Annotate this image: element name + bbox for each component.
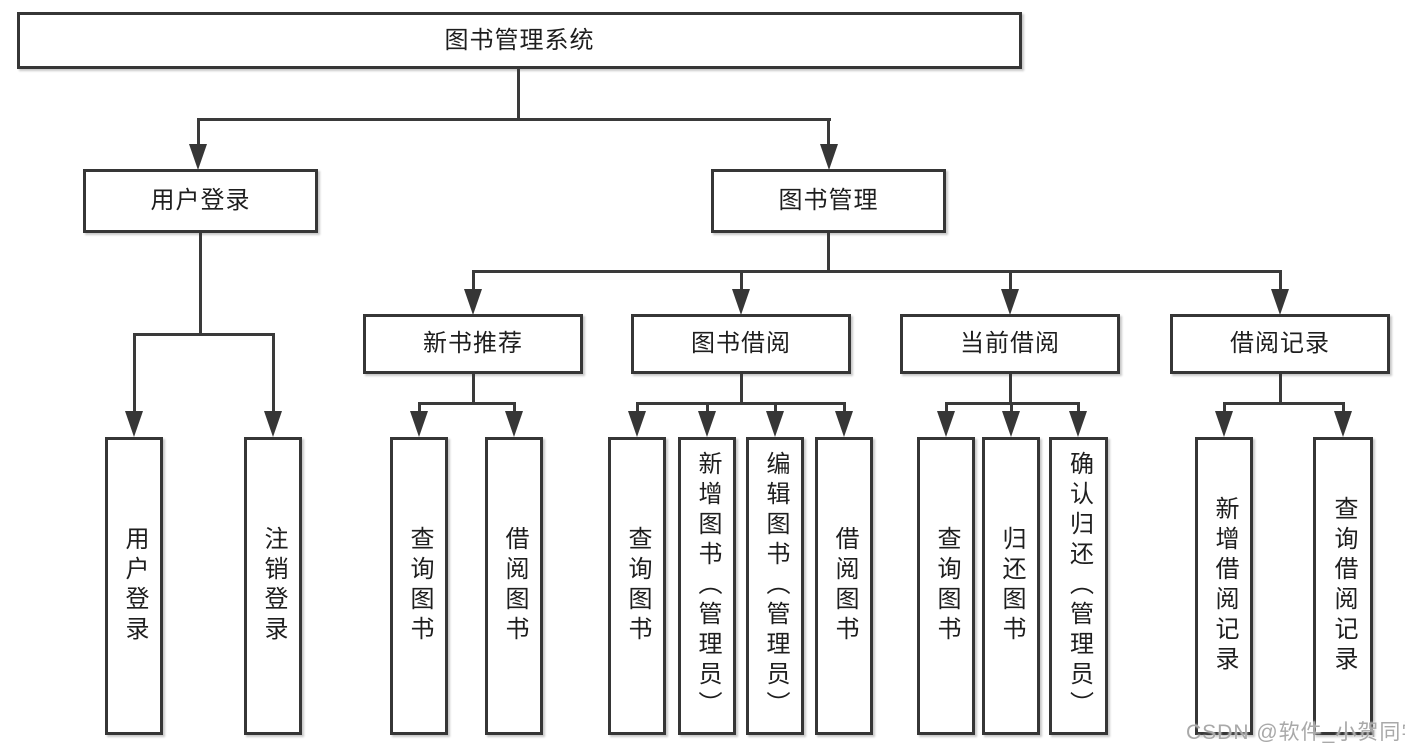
connector-userlogin-drop-2 (272, 335, 275, 413)
connector-current-drop-3 (1077, 402, 1080, 413)
leaf-user-login: 用户登录 (105, 437, 163, 735)
leaf-borrow-add-book-admin: 新增图书（管理员） (678, 437, 736, 735)
connector-root-stem (517, 68, 520, 120)
arrowhead-to-book-borrow (732, 289, 750, 315)
connector-borrow-rail (636, 402, 846, 405)
arrowhead-to-recommend-borrow (505, 411, 523, 437)
node-user-login: 用户登录 (83, 169, 318, 233)
csdn-watermark: CSDN @软件_小贺同学 (1186, 721, 1405, 744)
arrowhead-to-borrow-record (1271, 289, 1289, 315)
connector-record-rail (1223, 402, 1345, 405)
arrowhead-to-borrow-query (628, 411, 646, 437)
connector-borrow-drop-4 (843, 402, 846, 413)
leaf-recommend-query-book: 查询图书 (390, 437, 448, 735)
connector-userlogin-drop-1 (133, 335, 136, 413)
connector-record-stem (1279, 374, 1282, 404)
connector-current-drop-2 (1010, 402, 1013, 413)
connector-borrow-stem (740, 374, 743, 404)
leaf-current-return-book: 归还图书 (982, 437, 1040, 735)
connector-recommend-rail (418, 402, 516, 405)
node-new-book-recommend: 新书推荐 (363, 314, 583, 374)
connector-root-rail (197, 118, 831, 121)
leaf-current-confirm-return-admin: 确认归还（管理员） (1049, 437, 1108, 735)
node-root: 图书管理系统 (17, 12, 1022, 69)
connector-recommend-drop-1 (418, 402, 421, 413)
leaf-logout: 注销登录 (244, 437, 302, 735)
arrowhead-to-leaf-user-login (125, 411, 143, 437)
arrowhead-to-leaf-logout (264, 411, 282, 437)
connector-root-drop-right (827, 120, 830, 146)
arrowhead-to-current-borrow (1001, 289, 1019, 315)
arrowhead-to-record-add (1215, 411, 1233, 437)
connector-bookmgmt-drop-4 (1279, 272, 1282, 290)
node-borrow-record: 借阅记录 (1170, 314, 1390, 374)
leaf-borrow-edit-book-admin: 编辑图书（管理员） (746, 437, 804, 735)
connector-bookmgmt-drop-1 (472, 272, 475, 290)
leaf-recommend-borrow-book: 借阅图书 (485, 437, 543, 735)
arrowhead-to-borrow-edit (766, 411, 784, 437)
node-book-borrow: 图书借阅 (631, 314, 851, 374)
connector-borrow-drop-2 (706, 402, 709, 413)
node-current-borrow: 当前借阅 (900, 314, 1120, 374)
arrowhead-to-new-book-recommend (464, 289, 482, 315)
connector-current-drop-1 (945, 402, 948, 413)
connector-bookmgmt-drop-3 (1009, 272, 1012, 290)
leaf-current-query-book: 查询图书 (917, 437, 975, 735)
connector-bookmgmt-drop-2 (740, 272, 743, 290)
arrowhead-to-borrow-add (698, 411, 716, 437)
connector-recommend-drop-2 (513, 402, 516, 413)
connector-borrow-drop-3 (774, 402, 777, 413)
connector-record-drop-2 (1342, 402, 1345, 413)
arrowhead-to-record-query (1334, 411, 1352, 437)
arrowhead-to-current-query (937, 411, 955, 437)
connector-root-drop-left (197, 120, 200, 146)
connector-current-stem (1009, 374, 1012, 404)
connector-bookmgmt-rail (472, 270, 1282, 273)
connector-record-drop-1 (1223, 402, 1226, 413)
connector-userlogin-stem (199, 233, 202, 335)
leaf-borrow-query-book: 查询图书 (608, 437, 666, 735)
leaf-borrow-borrow-book: 借阅图书 (815, 437, 873, 735)
connector-bookmgmt-stem (827, 233, 830, 272)
arrowhead-to-user-login (189, 144, 207, 170)
connector-recommend-stem (472, 374, 475, 404)
arrowhead-to-borrow-borrow (835, 411, 853, 437)
arrowhead-to-book-management (820, 144, 838, 170)
leaf-record-query-record: 查询借阅记录 (1313, 437, 1373, 735)
arrowhead-to-current-confirm (1069, 411, 1087, 437)
node-book-management: 图书管理 (711, 169, 946, 233)
leaf-record-add-record: 新增借阅记录 (1195, 437, 1253, 735)
arrowhead-to-recommend-query (410, 411, 428, 437)
connector-userlogin-rail (133, 333, 275, 336)
arrowhead-to-current-return (1002, 411, 1020, 437)
connector-borrow-drop-1 (636, 402, 639, 413)
